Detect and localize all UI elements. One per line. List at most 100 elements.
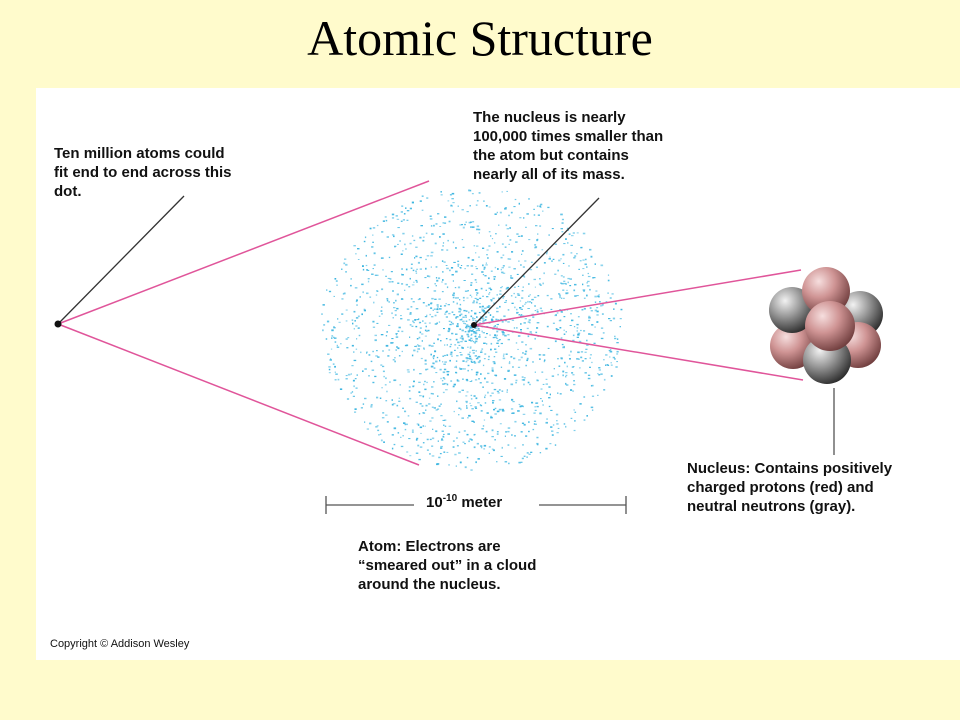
electron-dot (365, 254, 367, 257)
electron-dot (496, 410, 500, 413)
electron-dot (437, 395, 439, 397)
electron-dot (447, 433, 450, 435)
electron-dot (555, 413, 559, 416)
electron-dot (454, 366, 457, 368)
electron-dot (431, 406, 434, 408)
electron-dot (432, 393, 434, 395)
electron-dot (607, 292, 609, 294)
electron-dot (545, 378, 548, 380)
electron-dot (478, 228, 481, 231)
electron-dot (450, 205, 453, 207)
electron-dot (485, 430, 488, 433)
electron-dot (572, 366, 575, 368)
electron-dot (361, 283, 364, 286)
electron-dot (505, 288, 508, 290)
electron-dot (614, 302, 617, 305)
electron-dot (491, 392, 494, 394)
electron-dot (525, 364, 527, 367)
electron-dot (475, 281, 478, 283)
electron-dot (385, 377, 387, 380)
electron-dot (605, 301, 608, 303)
electron-dot (562, 346, 565, 349)
electron-dot (510, 277, 514, 279)
electron-dot (441, 260, 444, 262)
electron-dot (443, 363, 446, 365)
electron-dot (551, 430, 554, 432)
electron-dot (429, 438, 432, 441)
electron-dot (523, 383, 525, 386)
electron-dot (526, 213, 529, 215)
electron-dot (487, 372, 490, 375)
electron-dot (476, 294, 478, 296)
electron-dot (427, 329, 430, 332)
electron-dot (558, 365, 561, 367)
electron-dot (397, 432, 400, 434)
electron-dot (446, 383, 449, 386)
electron-dot (451, 332, 454, 335)
electron-dot (506, 286, 509, 289)
electron-dot (437, 338, 439, 341)
electron-dot (334, 341, 337, 343)
electron-dot (399, 240, 401, 242)
electron-dot (522, 286, 524, 288)
electron-dot (419, 403, 422, 405)
electron-dot (499, 290, 502, 292)
electron-dot (393, 427, 397, 430)
electron-dot (448, 312, 451, 315)
electron-dot (583, 419, 586, 421)
electron-dot (502, 272, 506, 274)
electron-dot (364, 309, 366, 312)
electron-dot (328, 372, 331, 374)
electron-dot (565, 376, 567, 378)
electron-dot (590, 333, 593, 336)
electron-dot (458, 391, 461, 393)
electron-dot (327, 353, 330, 355)
electron-dot (496, 251, 499, 253)
electron-dot (601, 313, 604, 315)
electron-dot (425, 258, 427, 261)
electron-dot (465, 320, 468, 322)
electron-dot (483, 444, 487, 447)
electron-dot (336, 344, 338, 347)
electron-dot (467, 336, 470, 338)
electron-dot (527, 381, 530, 384)
electron-dot (416, 319, 419, 321)
electron-dot (334, 371, 336, 373)
electron-dot (446, 354, 449, 356)
electron-dot (393, 379, 397, 381)
electron-dot (470, 334, 473, 336)
electron-dot (586, 266, 588, 268)
electron-dot (499, 306, 501, 308)
electron-dot (532, 428, 535, 431)
electron-dot (567, 242, 569, 244)
electron-dot (434, 283, 436, 285)
electron-dot (536, 402, 539, 404)
electron-dot (458, 344, 461, 346)
electron-dot (478, 329, 481, 332)
electron-dot (400, 253, 403, 255)
electron-dot (512, 366, 514, 368)
electron-dot (520, 323, 522, 325)
electron-dot (455, 297, 457, 299)
atom-caption-line: around the nucleus. (358, 576, 501, 593)
electron-dot (331, 335, 334, 337)
electron-dot (475, 266, 477, 268)
electron-dot (518, 359, 521, 361)
electron-dot (494, 439, 496, 441)
electron-dot (443, 261, 446, 263)
electron-dot (338, 321, 341, 323)
electron-dot (464, 443, 466, 445)
electron-dot (455, 366, 458, 369)
electron-dot (467, 256, 470, 259)
electron-dot (488, 206, 491, 208)
electron-dot (388, 301, 390, 303)
electron-dot (462, 316, 465, 318)
electron-dot (534, 409, 537, 411)
electron-dot (419, 331, 422, 334)
electron-dot (478, 256, 480, 258)
electron-dot (483, 342, 486, 344)
electron-dot (364, 236, 367, 239)
electron-dot (536, 379, 539, 381)
electron-dot (487, 305, 491, 307)
electron-dot (411, 354, 414, 357)
